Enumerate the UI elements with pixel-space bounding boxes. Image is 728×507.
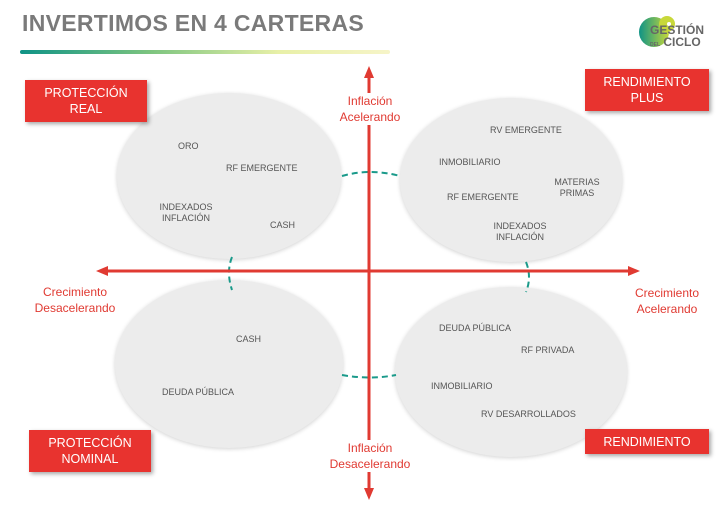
asset-rv-emergente: RV EMERGENTE bbox=[490, 125, 562, 135]
label-rendimiento: RENDIMIENTO bbox=[585, 429, 709, 454]
asset-rv-desarrollados: RV DESARROLLADOS bbox=[481, 409, 576, 419]
asset-cash: CASH bbox=[236, 334, 262, 344]
ellipse-rendimiento-plus bbox=[400, 98, 622, 262]
asset-inmobiliario: INMOBILIARIO bbox=[439, 157, 501, 167]
arrow-down-icon bbox=[364, 488, 374, 500]
asset-rf-privada: RF PRIVADA bbox=[521, 345, 575, 355]
arrow-right-icon bbox=[628, 266, 640, 276]
ellipse-proteccion-nominal bbox=[115, 280, 343, 448]
asset-rf-emergente: RF EMERGENTE bbox=[447, 192, 519, 202]
ellipse-proteccion-real bbox=[117, 93, 341, 259]
cycle-connectors bbox=[228, 171, 530, 379]
ellipse-rendimiento bbox=[395, 287, 627, 457]
arrow-up-icon bbox=[364, 66, 374, 78]
arrow-left-icon bbox=[96, 266, 108, 276]
asset-deuda-publica: DEUDA PÚBLICA bbox=[162, 387, 235, 397]
logo-text-gestion: GESTIÓN bbox=[650, 23, 705, 37]
title-underline bbox=[20, 50, 390, 54]
asset-deuda-publica: DEUDA PÚBLICA bbox=[439, 323, 512, 333]
asset-oro: ORO bbox=[178, 141, 199, 151]
logo: GESTIÓN DEL CICLO bbox=[636, 8, 726, 54]
logo-text-del: DEL bbox=[650, 42, 660, 48]
chameleon-logo-icon bbox=[639, 16, 675, 47]
asset-cash: CASH bbox=[270, 220, 296, 230]
asset-rf-emergente: RF EMERGENTE bbox=[226, 163, 298, 173]
logo-text-ciclo: CICLO bbox=[663, 35, 701, 49]
page-title: INVERTIMOS EN 4 CARTERAS bbox=[22, 10, 365, 36]
asset-inmobiliario: INMOBILIARIO bbox=[431, 381, 493, 391]
